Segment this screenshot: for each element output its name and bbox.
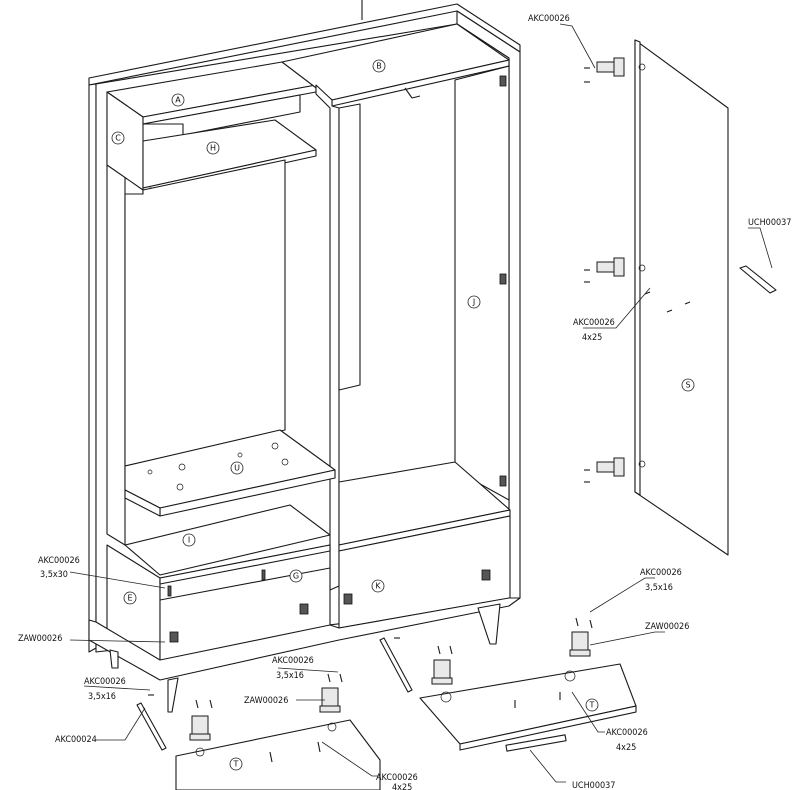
handle-right bbox=[739, 265, 777, 294]
callout-left-low-code: AKC00026 bbox=[84, 677, 126, 687]
callout-left-low-size: 3,5x16 bbox=[88, 692, 116, 702]
callout-right-akc-size: 3,5x16 bbox=[645, 583, 673, 593]
callout-labels: AKC00026 AKC00026 4x25 UCH00037 AKC00026… bbox=[18, 14, 791, 790]
callout-bottom-handle-code: UCH00037 bbox=[572, 781, 615, 790]
svg-text:T: T bbox=[589, 701, 595, 710]
hinge-set-right bbox=[584, 57, 691, 483]
callout-center-size: 3,5x16 bbox=[276, 671, 304, 681]
callout-bottom-center-code: AKC00026 bbox=[376, 773, 418, 783]
callout-right-zaw-code: ZAW00026 bbox=[645, 622, 689, 632]
callout-mid-hinge-code: AKC00026 bbox=[573, 318, 615, 328]
part-letter-c: C bbox=[111, 131, 125, 145]
part-letter-b: B bbox=[372, 59, 386, 73]
callout-left-bottom-code: AKC00024 bbox=[55, 735, 97, 745]
svg-text:I: I bbox=[188, 536, 190, 545]
part-letter-t-right: T bbox=[585, 698, 599, 712]
svg-text:S: S bbox=[685, 381, 690, 390]
leader-lines bbox=[69, 23, 773, 783]
svg-text:B: B bbox=[376, 62, 382, 71]
part-letter-j: J bbox=[467, 295, 481, 309]
callout-left-zaw-code: ZAW00026 bbox=[18, 634, 62, 644]
callout-center-code: AKC00026 bbox=[272, 656, 314, 666]
door-panel-s bbox=[634, 39, 729, 556]
callout-right-low-size: 4x25 bbox=[616, 743, 636, 753]
part-letter-t-left: T bbox=[229, 757, 243, 771]
svg-text:G: G bbox=[293, 572, 299, 581]
svg-text:A: A bbox=[175, 96, 181, 105]
callout-bottom-center-size: 4x25 bbox=[392, 783, 412, 790]
door-panel-t-right bbox=[419, 663, 637, 752]
loose-hardware bbox=[136, 617, 593, 751]
part-letter-k: K bbox=[371, 579, 385, 593]
callout-mid-hinge-size: 4x25 bbox=[582, 333, 602, 343]
callout-left-screw-code: AKC00026 bbox=[38, 556, 80, 566]
door-panel-t-left bbox=[175, 719, 381, 790]
callout-top-hinge-code: AKC00026 bbox=[528, 14, 570, 24]
part-letter-s: S bbox=[681, 378, 695, 392]
part-letter-a: A bbox=[171, 93, 185, 107]
part-letter-g: G bbox=[289, 569, 303, 583]
svg-text:E: E bbox=[127, 594, 132, 603]
svg-text:K: K bbox=[375, 582, 381, 591]
callout-left-screw-size: 3,5x30 bbox=[40, 570, 68, 580]
part-letter-e: E bbox=[123, 591, 137, 605]
part-letter-i: I bbox=[182, 533, 196, 547]
callout-right-akc-code: AKC00026 bbox=[640, 568, 682, 578]
svg-text:J: J bbox=[472, 298, 475, 307]
svg-text:T: T bbox=[233, 760, 239, 769]
svg-text:C: C bbox=[115, 134, 121, 143]
svg-text:U: U bbox=[234, 464, 240, 473]
cabinet-body bbox=[88, 0, 521, 713]
callout-center-zaw-code: ZAW00026 bbox=[244, 696, 288, 706]
part-letter-u: U bbox=[230, 461, 244, 475]
callout-handle-right-code: UCH00037 bbox=[748, 218, 791, 228]
callout-right-low-code: AKC00026 bbox=[606, 728, 648, 738]
svg-text:H: H bbox=[210, 144, 216, 153]
part-letter-h: H bbox=[206, 141, 220, 155]
